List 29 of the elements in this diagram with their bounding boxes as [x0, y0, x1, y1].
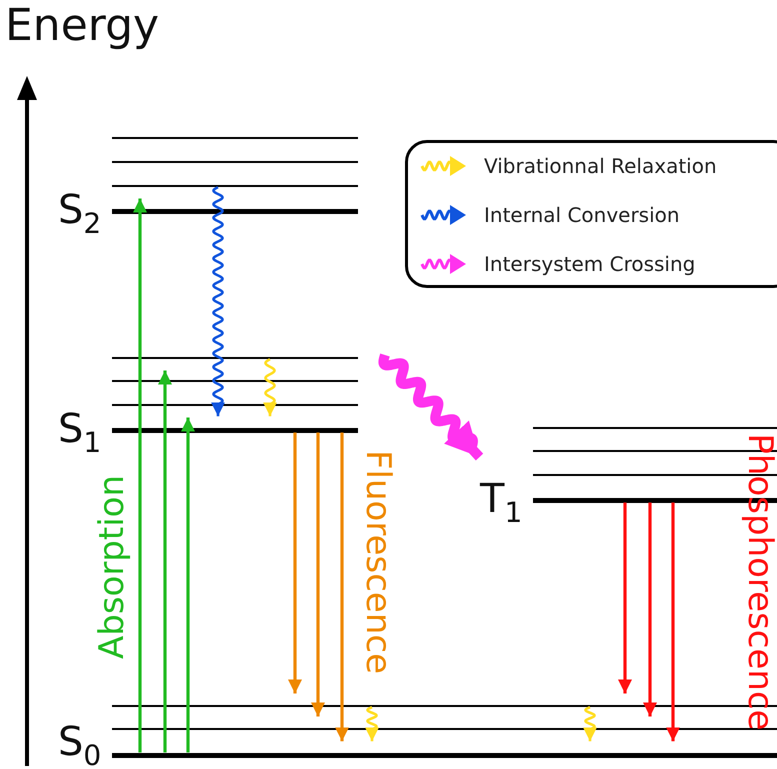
- arrow: [618, 502, 632, 694]
- legend-text: Vibrationnal Relaxation: [484, 154, 717, 178]
- process-label: Fluorescence: [361, 450, 395, 674]
- arrow: [643, 502, 657, 717]
- vibrational-level-line: [112, 184, 358, 188]
- axis-title: Energy: [5, 4, 160, 48]
- arrow: [181, 417, 195, 752]
- vibrational-level-line: [112, 356, 358, 360]
- wavy-arrow: [263, 358, 277, 416]
- arrow: [666, 502, 680, 742]
- wavy-arrow: [365, 706, 379, 742]
- wavy-arrow: [211, 186, 225, 416]
- wavy-arrow: [378, 350, 484, 460]
- vibrational-level-line: [112, 728, 777, 730]
- arrow: [335, 432, 349, 742]
- arrow: [133, 198, 147, 752]
- vibrational-level-line: [112, 380, 358, 382]
- legend-text: Internal Conversion: [484, 203, 680, 227]
- vibrational-level-line: [112, 160, 358, 164]
- legend-text: Intersystem Crossing: [484, 252, 696, 276]
- vibrational-level-line: [112, 404, 358, 406]
- vibrational-level-line: [112, 136, 358, 140]
- process-label: Absorption: [95, 474, 129, 660]
- arrow: [158, 370, 172, 752]
- vibrational-level-line: [533, 426, 777, 430]
- wavy-arrow: [583, 706, 597, 742]
- arrow: [288, 432, 302, 694]
- arrow: [311, 432, 325, 717]
- process-label: Phosphorescence: [743, 433, 777, 731]
